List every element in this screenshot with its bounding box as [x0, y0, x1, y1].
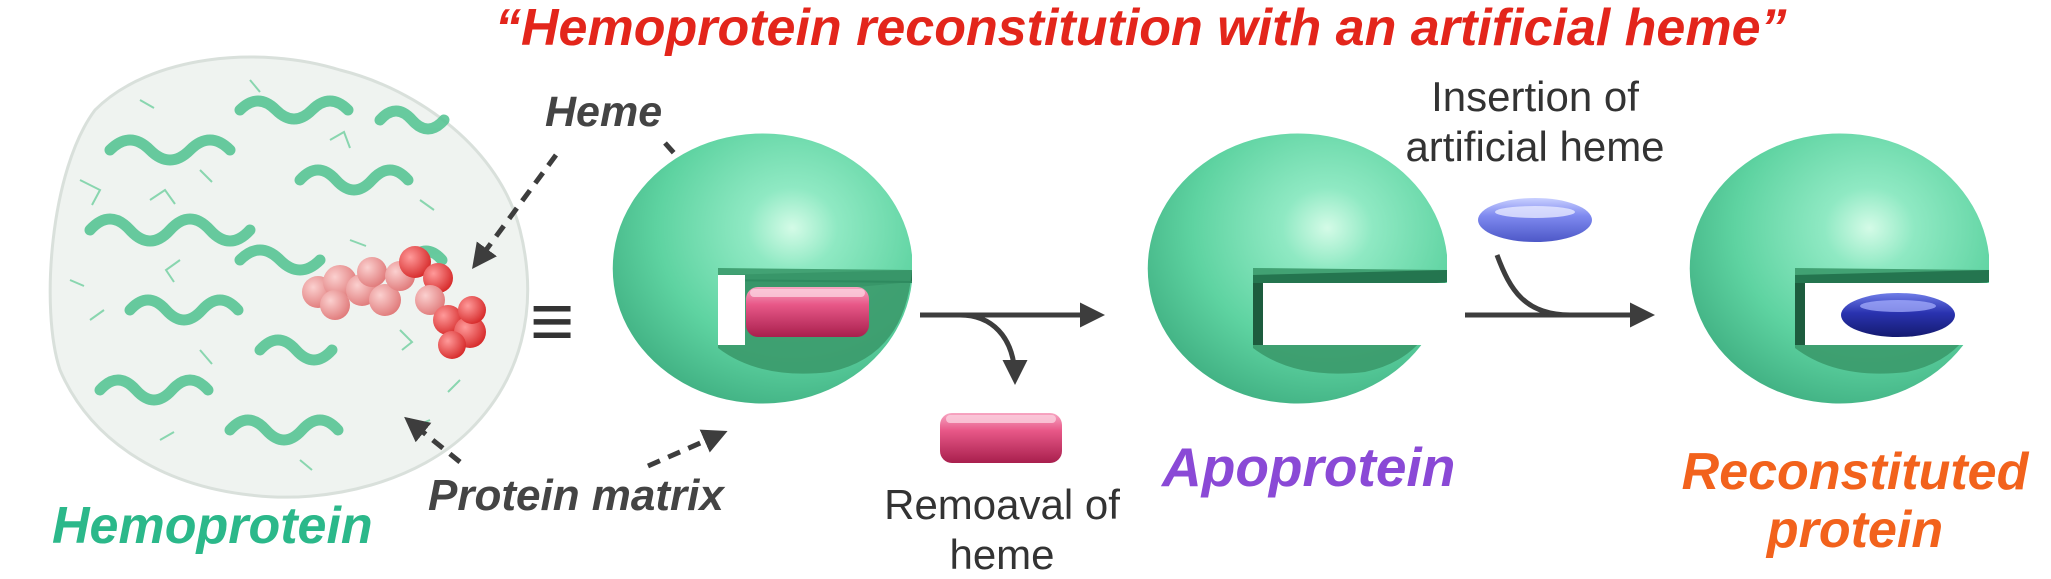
heme-label: Heme	[545, 88, 663, 136]
equivalence-symbol: ≡	[530, 279, 575, 364]
insertion-arrow	[1465, 254, 1655, 328]
matrix-arrow-to-structure	[404, 416, 462, 464]
artificial-heme-in-protein	[1841, 293, 1955, 337]
hemoprotein-label: Hemoprotein	[52, 497, 373, 555]
removal-label-line2: heme	[949, 530, 1055, 578]
removed-heme-disk	[940, 413, 1062, 463]
insertion-label-line2: artificial heme	[1405, 123, 1665, 171]
removal-arrow	[920, 302, 1105, 385]
insertion-label: Insertion of artificial heme	[1370, 72, 1700, 173]
removal-of-heme-label: Remoaval of heme	[852, 480, 1152, 579]
apoprotein-cartoon	[1147, 133, 1447, 404]
hemoprotein-cartoon	[612, 133, 913, 404]
matrix-arrow-to-cartoon	[646, 429, 728, 469]
artificial-heme-disk	[1478, 198, 1592, 242]
reconstituted-cartoon	[1689, 133, 1989, 404]
removal-label-line1: Remoaval of	[884, 481, 1120, 528]
protein-matrix-label: Protein matrix	[428, 471, 724, 520]
heme-disk-in-protein	[746, 287, 869, 337]
hemoprotein-structure	[48, 55, 530, 499]
reconstituted-label-line1: Reconstituted	[1681, 443, 2029, 501]
figure-title: “Hemoprotein reconstitution with an arti…	[495, 0, 1787, 57]
heme-arrow-to-structure	[472, 153, 559, 270]
insertion-label-line1: Insertion of	[1431, 73, 1639, 120]
reconstituted-protein-label: Reconstituted protein	[1660, 443, 2050, 559]
reconstituted-label-line2: protein	[1766, 501, 1944, 560]
heme-molecule	[302, 246, 486, 359]
apoprotein-label: Apoprotein	[1162, 436, 1456, 498]
